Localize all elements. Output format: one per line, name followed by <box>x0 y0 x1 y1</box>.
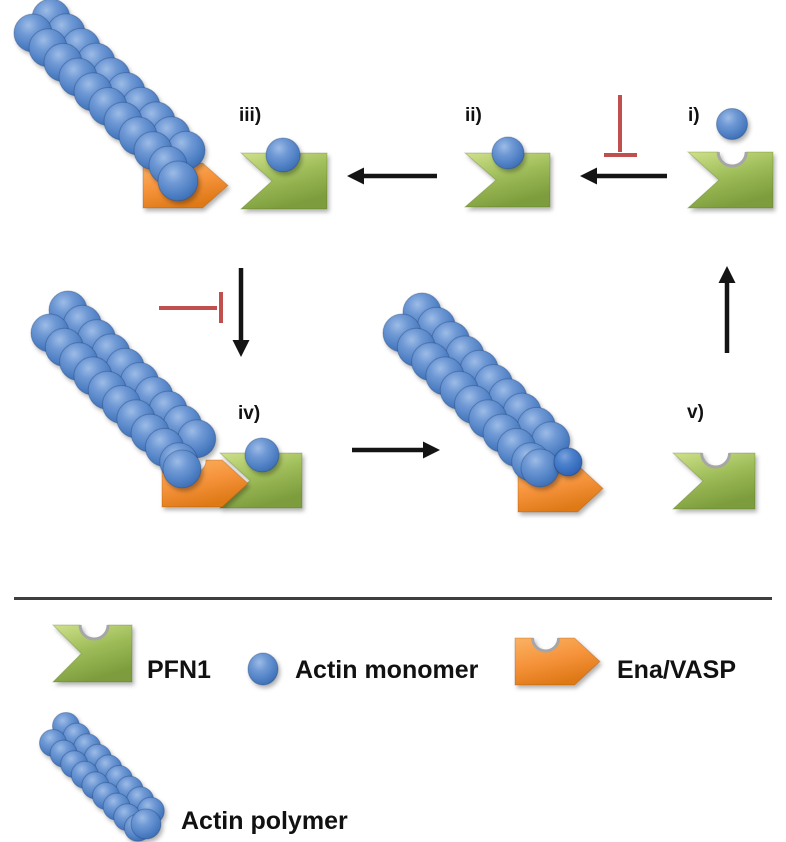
actin-polymer-elongation <box>382 292 571 488</box>
actin-polymer-iv <box>30 290 217 489</box>
actin-monomer-ii <box>491 136 525 170</box>
arrow-iii-to-iv <box>232 268 250 357</box>
arrow-ii-to-iii <box>347 167 437 185</box>
inhibition-tbar-icon-top <box>604 95 637 157</box>
arrow-v-to-i <box>718 266 736 353</box>
state-label-v: v) <box>687 402 704 423</box>
arrow-i-to-ii <box>580 167 667 185</box>
inhibition-tbar-icon-left <box>159 292 223 323</box>
legend-actin-monomer-label: Actin monomer <box>295 656 479 684</box>
divider-line <box>14 597 772 600</box>
legend-actin-polymer-icon <box>39 712 165 842</box>
state-label-iii: iii) <box>239 105 261 126</box>
legend-actin-monomer-icon <box>247 652 279 686</box>
pfn1-shape-i <box>686 151 774 209</box>
actin-monomer-i <box>716 108 748 140</box>
state-label-i: i) <box>688 105 700 126</box>
state-label-ii: ii) <box>465 105 482 126</box>
pfn1-shape-v <box>671 452 756 510</box>
arrow-iv-to-elongation <box>352 441 440 459</box>
actin-new-monomer <box>553 447 583 477</box>
legend-actin-polymer-label: Actin polymer <box>181 807 348 835</box>
actin-monomer-iv <box>244 437 280 473</box>
actin-polymer-top-left <box>13 0 206 202</box>
legend-ena-vasp-icon <box>514 637 601 686</box>
actin-monomer-iii <box>265 137 301 173</box>
legend-pfn1-icon <box>51 624 133 683</box>
state-label-iv: iv) <box>238 403 260 424</box>
legend-pfn1-label: PFN1 <box>147 656 211 684</box>
legend-ena-vasp-label: Ena/VASP <box>617 656 736 684</box>
